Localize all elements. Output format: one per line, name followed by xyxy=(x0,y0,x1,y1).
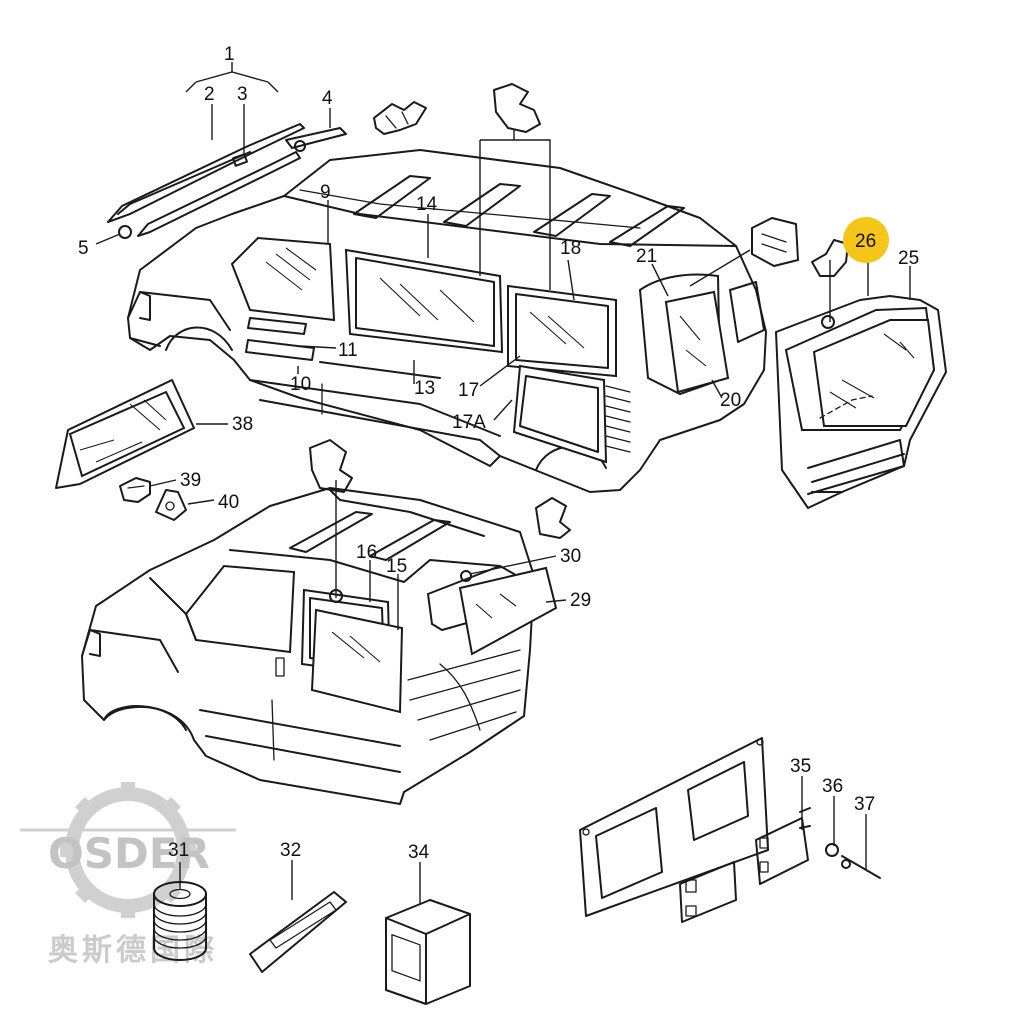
clip-40 xyxy=(155,489,187,521)
van-body-upper xyxy=(127,83,799,493)
callout-40: 40 xyxy=(218,492,239,513)
callout-3: 3 xyxy=(237,84,248,105)
highlight-marker xyxy=(843,217,889,263)
callout-34: 34 xyxy=(408,842,430,863)
side-window-15 xyxy=(310,608,404,714)
adhesive-strip-32 xyxy=(249,891,347,973)
callout-36: 36 xyxy=(822,776,843,797)
rear-side-window-18 xyxy=(507,284,617,378)
callout-20: 20 xyxy=(720,390,741,411)
clip-39 xyxy=(119,477,151,503)
watermark-gear-icon xyxy=(20,782,236,918)
callout-4: 4 xyxy=(322,88,333,109)
loose-glass-38 xyxy=(55,379,195,489)
callout-17: 17 xyxy=(458,380,479,401)
callout-29: 29 xyxy=(570,590,591,611)
callout-17a: 17A xyxy=(452,412,486,433)
callout-35: 35 xyxy=(790,756,811,777)
callout-18: 18 xyxy=(560,238,581,259)
watermark-logo-text: OSDER xyxy=(48,829,210,878)
callout-13: 13 xyxy=(414,378,435,399)
callout-31: 31 xyxy=(168,840,189,861)
callout-2: 2 xyxy=(204,84,215,105)
middle-side-window-14 xyxy=(344,248,504,354)
callout-26: 26 xyxy=(855,231,876,252)
panel-set xyxy=(579,737,881,923)
callout-9: 9 xyxy=(320,182,331,203)
tailgate-assembly xyxy=(775,239,947,509)
roof-molding-assembly xyxy=(107,101,427,239)
callout-1: 1 xyxy=(224,44,235,65)
rear-quarter-window-17a xyxy=(512,364,608,464)
front-side-window-9 xyxy=(230,236,336,322)
kit-box-34 xyxy=(385,899,471,1005)
callout-11: 11 xyxy=(338,340,358,361)
callout-25: 25 xyxy=(898,248,919,269)
callout-10: 10 xyxy=(290,374,311,395)
callout-32: 32 xyxy=(280,840,301,861)
callout-38: 38 xyxy=(232,414,253,435)
callout-labels: 1 2 3 4 5 9 10 11 13 14 15 16 17 17A 18 … xyxy=(78,44,919,863)
callout-14: 14 xyxy=(416,194,438,215)
tape-roll-31 xyxy=(153,881,207,961)
callout-37: 37 xyxy=(854,794,875,815)
callout-5: 5 xyxy=(78,238,89,259)
watermark: OSDER 奥斯德国際 xyxy=(20,782,236,968)
leader-lines xyxy=(95,62,911,904)
callout-16: 16 xyxy=(356,542,377,563)
callout-39: 39 xyxy=(180,470,201,491)
rear-window-29 xyxy=(458,566,558,656)
watermark-chinese-text: 奥斯德国際 xyxy=(48,933,218,968)
callout-15: 15 xyxy=(386,556,407,577)
callout-30: 30 xyxy=(560,546,581,567)
callout-21: 21 xyxy=(636,246,657,267)
van-body-lower xyxy=(81,439,571,805)
